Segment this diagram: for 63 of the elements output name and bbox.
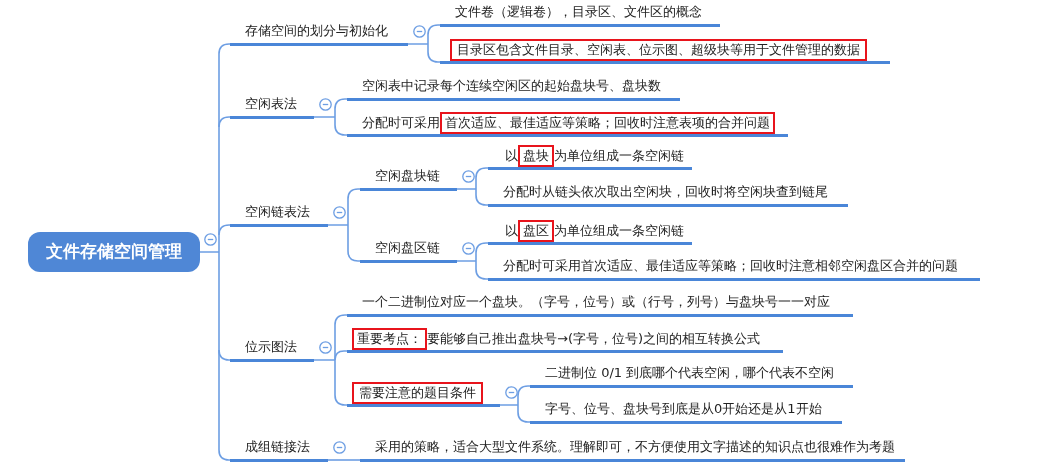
- connector-line: [499, 395, 519, 413]
- topic-label: 分配时从链头依次取出空闲块，回收时将空闲块查到链尾: [488, 182, 848, 207]
- connector-line: [517, 385, 531, 397]
- topic-node: [347, 381, 500, 407]
- topic-text: 以: [505, 221, 518, 240]
- connector-line: [218, 116, 231, 128]
- highlight-frame: 重要考点：: [352, 327, 427, 350]
- topic-text: 分配时可采用: [362, 113, 440, 132]
- highlight-frame: 首次适应、最佳适应等策略；回收时注意表项的合并问题: [440, 111, 775, 134]
- connector-line: [475, 194, 489, 206]
- connector-line: [313, 324, 336, 396]
- connector-line: [347, 188, 361, 200]
- topic-label: 二进制位 0/1 到底哪个代表空闲，哪个代表不空闲: [530, 363, 853, 388]
- connector-line: [427, 24, 441, 36]
- connector-line: [334, 124, 348, 136]
- highlight-frame: 盘块: [518, 144, 554, 167]
- highlight-frame: 盘区: [518, 219, 554, 242]
- connector-line: [218, 43, 231, 55]
- topic-label: 空闲盘块链: [360, 166, 457, 191]
- topic-node: [440, 38, 890, 64]
- connector-line: [407, 34, 429, 53]
- highlight-frame: 需要注意的题目条件: [352, 381, 483, 404]
- topic-text: 要能够自己推出盘块号→(字号，位号)之间的相互转换公式: [427, 329, 761, 348]
- connector-line: [517, 411, 531, 423]
- root-topic: 文件存储空间管理: [28, 232, 200, 272]
- connector-line: [456, 177, 477, 196]
- connector-line: [327, 198, 349, 252]
- topic-text: 以: [505, 146, 518, 165]
- topic-label: 文件卷（逻辑卷），目录区、文件区的概念: [440, 2, 720, 27]
- connector-line: [218, 224, 231, 236]
- topic-label: 空闲表中记录每个连续空闲区的起始盘块号、盘块数: [347, 76, 680, 101]
- topic-label: 存储空间的划分与初始化: [230, 21, 408, 46]
- connector-line: [334, 350, 348, 361]
- highlight-frame: 目录区包含文件目录、空闲表、位示图、超级块等用于文件管理的数据: [450, 38, 867, 61]
- connector-line: [334, 394, 348, 406]
- connector-line: [218, 449, 231, 461]
- topic-node: [488, 144, 692, 170]
- connector-line: [475, 167, 489, 179]
- topic-label: 空闲盘区链: [360, 238, 457, 263]
- topic-label: 一个二进制位对应一个盘块。（字号，位号）或（行号，列号）与盘块号一一对应: [347, 292, 853, 317]
- connector-line: [313, 108, 336, 126]
- topic-text: 为单位组成一条空闲链: [554, 146, 684, 165]
- connector-line: [475, 268, 489, 280]
- connector-line: [427, 51, 441, 63]
- topic-label: 分配时可采用首次适应、最佳适应等策略；回收时注意相邻空闲盘区合并的问题: [488, 256, 980, 281]
- topic-node: [488, 219, 692, 245]
- topic-label: 字号、位号、盘块号到底是从0开始还是从1开始: [530, 399, 842, 424]
- topic-label: 成组链接法: [230, 437, 328, 462]
- connector-line: [456, 252, 477, 270]
- topic-node: [347, 327, 783, 353]
- connector-line: [327, 459, 361, 461]
- topic-label: 采用的策略，适合大型文件系统。理解即可，不方便使用文字描述的知识点也很难作为考题: [360, 437, 905, 462]
- topic-label: 空闲表法: [230, 94, 314, 119]
- connector-line: [334, 314, 348, 326]
- connector-line: [334, 98, 348, 110]
- connector-line: [218, 349, 231, 361]
- connector-line: [475, 242, 489, 254]
- topic-label: 位示图法: [230, 337, 314, 362]
- topic-text: 为单位组成一条空闲链: [554, 221, 684, 240]
- topic-label: 空闲链表法: [230, 202, 328, 227]
- connector-line: [347, 250, 361, 262]
- connector-line: [199, 53, 220, 451]
- topic-node: [347, 111, 788, 137]
